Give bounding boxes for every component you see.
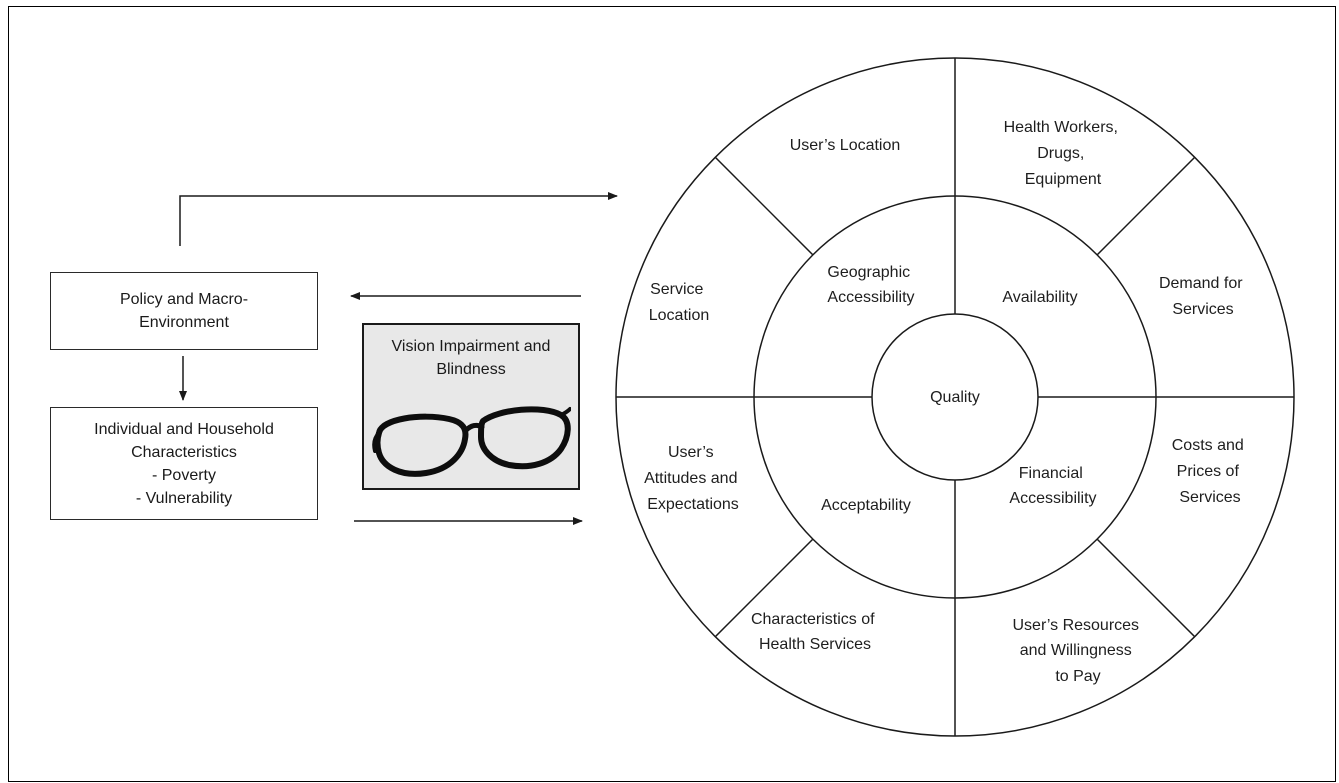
availability-label: Availability: [1002, 289, 1077, 306]
individual-line-3: - Poverty: [151, 466, 216, 484]
divider-outer-lower-left: [714, 538, 814, 638]
vision-line-1: Vision Impairment and: [391, 338, 551, 355]
users-resources-label: User’s Resources and Willingness to Pay: [1012, 617, 1143, 685]
geographic-accessibility-label: Geographic Accessibility: [827, 264, 914, 306]
policy-line-1: Policy and Macro-: [119, 291, 249, 308]
policy-box: Policy and Macro- Environment: [50, 272, 318, 350]
individual-household-box: Individual and Household Characteristics…: [50, 407, 318, 520]
individual-line-2: Characteristics: [131, 443, 237, 461]
financial-accessibility-label: Financial Accessibility: [1009, 465, 1096, 507]
top-feedback-arrow: [179, 192, 618, 246]
quality-label: Quality: [930, 389, 980, 406]
divider-outer-upper-left: [714, 156, 814, 256]
individual-line-1: Individual and Household: [94, 420, 274, 438]
users-attitudes-label: User’s Attitudes and Expectations: [644, 444, 742, 513]
divider-outer-lower-right: [1096, 538, 1196, 638]
vision-line-2: Blindness: [436, 361, 506, 378]
costs-and-prices-label: Costs and Prices of Services: [1172, 437, 1249, 506]
health-workers-label: Health Workers, Drugs, Equipment: [1004, 119, 1123, 188]
users-location-label: User’s Location: [790, 137, 901, 154]
demand-for-services-label: Demand for Services: [1159, 275, 1247, 318]
acceptability-label: Acceptability: [821, 497, 911, 514]
figure-frame: [8, 6, 1336, 782]
characteristics-label: Characteristics of Health Services: [751, 611, 879, 653]
policy-line-2: Environment: [139, 314, 229, 331]
eyeglasses-icon: [372, 406, 571, 477]
divider-outer-upper-right: [1096, 156, 1196, 256]
service-location-label: Service Location: [649, 281, 710, 324]
vision-impairment-box: Vision Impairment and Blindness: [362, 323, 580, 490]
individual-line-4: - Vulnerability: [135, 489, 233, 507]
